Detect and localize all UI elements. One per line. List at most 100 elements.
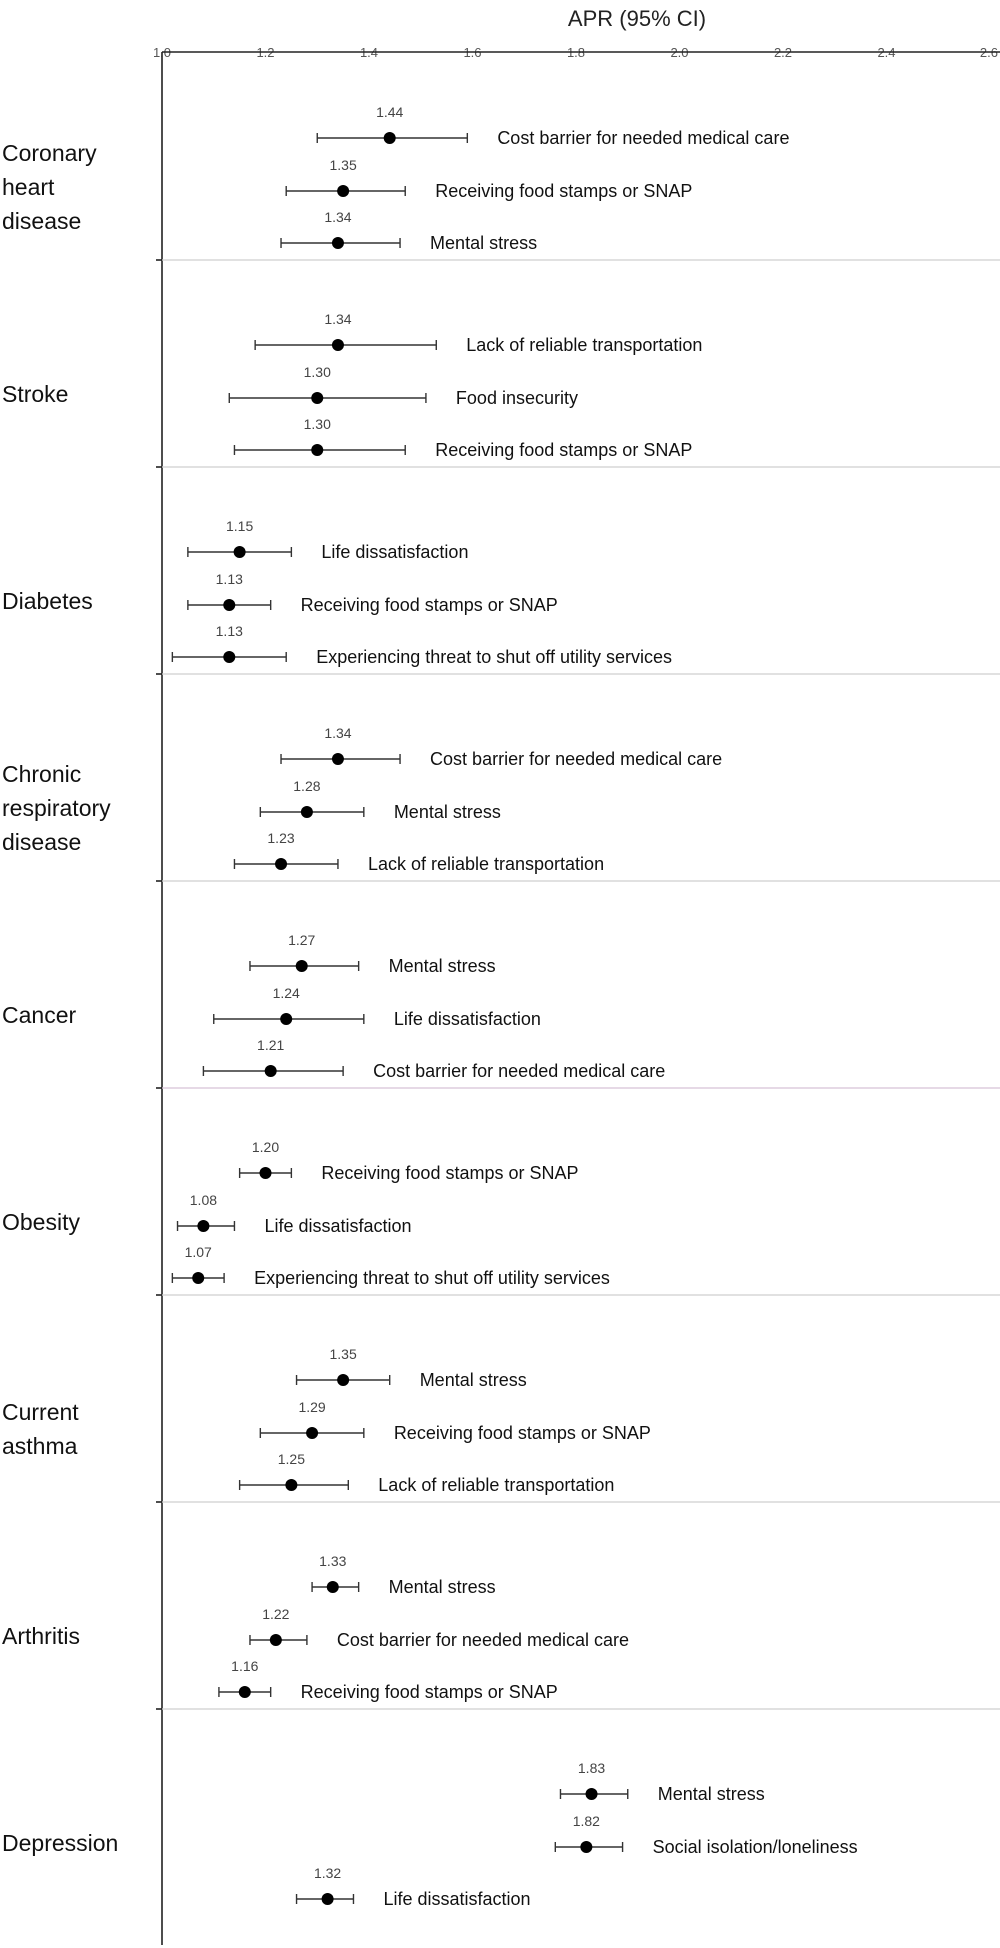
apr-point xyxy=(321,1893,334,1905)
apr-value-label: 1.16 xyxy=(231,1658,258,1674)
factor-label: Mental stress xyxy=(389,1577,496,1597)
apr-point xyxy=(238,1686,251,1698)
disease-label: Diabetes xyxy=(2,588,93,614)
disease-label: disease xyxy=(2,208,81,234)
apr-point xyxy=(331,339,344,351)
apr-point xyxy=(337,1374,350,1386)
apr-value-label: 1.23 xyxy=(267,830,294,846)
disease-label: Depression xyxy=(2,1830,118,1856)
apr-point xyxy=(326,1581,339,1593)
apr-value-label: 1.29 xyxy=(298,1399,325,1415)
disease-label: Cancer xyxy=(2,1002,76,1028)
apr-value-label: 1.44 xyxy=(376,104,403,120)
apr-value-label: 1.35 xyxy=(330,157,357,173)
apr-value-label: 1.20 xyxy=(252,1139,279,1155)
factor-label: Mental stress xyxy=(394,802,501,822)
apr-value-label: 1.28 xyxy=(293,778,320,794)
apr-value-label: 1.32 xyxy=(314,1865,341,1881)
factor-label: Life dissatisfaction xyxy=(264,1216,411,1236)
disease-label: Arthritis xyxy=(2,1623,80,1649)
factor-label: Mental stress xyxy=(420,1370,527,1390)
apr-point xyxy=(233,546,246,558)
apr-point xyxy=(223,651,236,663)
apr-point xyxy=(383,132,396,144)
apr-point xyxy=(197,1220,210,1232)
apr-value-label: 1.21 xyxy=(257,1037,284,1053)
disease-label: asthma xyxy=(2,1433,78,1459)
disease-label: Current xyxy=(2,1399,79,1425)
apr-value-label: 1.34 xyxy=(324,209,351,225)
factor-label: Life dissatisfaction xyxy=(321,542,468,562)
apr-value-label: 1.13 xyxy=(216,623,243,639)
apr-point xyxy=(306,1427,319,1439)
factor-label: Food insecurity xyxy=(456,388,578,408)
factor-label: Life dissatisfaction xyxy=(394,1009,541,1029)
apr-point xyxy=(337,185,350,197)
apr-value-label: 1.33 xyxy=(319,1553,346,1569)
apr-value-label: 1.83 xyxy=(578,1760,605,1776)
factor-label: Mental stress xyxy=(389,956,496,976)
factor-label: Receiving food stamps or SNAP xyxy=(435,181,692,201)
factor-label: Experiencing threat to shut off utility … xyxy=(254,1268,610,1288)
apr-point xyxy=(311,444,324,456)
apr-point xyxy=(269,1634,282,1646)
factor-label: Receiving food stamps or SNAP xyxy=(394,1423,651,1443)
disease-label: heart xyxy=(2,174,55,200)
disease-label: Obesity xyxy=(2,1209,80,1235)
apr-value-label: 1.30 xyxy=(304,416,331,432)
factor-label: Lack of reliable transportation xyxy=(368,854,604,874)
disease-label: Stroke xyxy=(2,381,68,407)
factor-label: Receiving food stamps or SNAP xyxy=(301,1682,558,1702)
apr-point xyxy=(585,1788,598,1800)
apr-point xyxy=(223,599,236,611)
axis-title: APR (95% CI) xyxy=(568,6,706,31)
factor-label: Cost barrier for needed medical care xyxy=(373,1061,665,1081)
apr-value-label: 1.13 xyxy=(216,571,243,587)
apr-point xyxy=(192,1272,205,1284)
apr-point xyxy=(331,237,344,249)
apr-point xyxy=(259,1167,272,1179)
factor-label: Cost barrier for needed medical care xyxy=(497,128,789,148)
factor-label: Receiving food stamps or SNAP xyxy=(301,595,558,615)
apr-value-label: 1.08 xyxy=(190,1192,217,1208)
apr-value-label: 1.34 xyxy=(324,725,351,741)
apr-point xyxy=(311,392,324,404)
disease-label: disease xyxy=(2,829,81,855)
apr-value-label: 1.82 xyxy=(573,1813,600,1829)
apr-point xyxy=(295,960,308,972)
apr-point xyxy=(285,1479,298,1491)
factor-label: Receiving food stamps or SNAP xyxy=(435,440,692,460)
apr-point xyxy=(300,806,313,818)
factor-label: Mental stress xyxy=(658,1784,765,1804)
